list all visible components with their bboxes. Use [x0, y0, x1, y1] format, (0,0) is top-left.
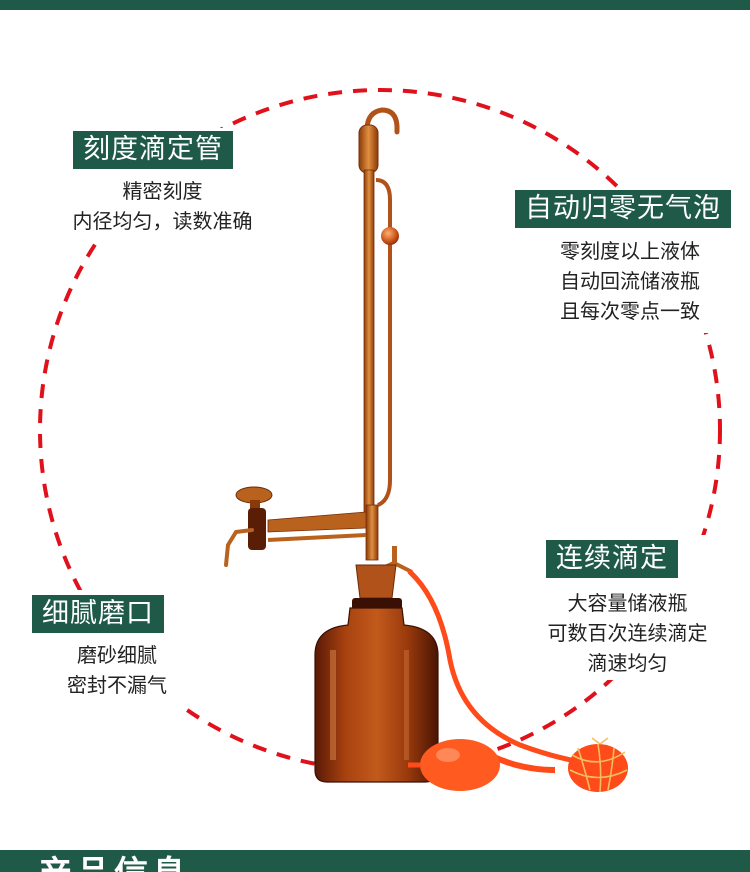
feature-title-continuous: 连续滴定: [546, 540, 678, 578]
feature-desc-line: 内径均匀，读数准确: [72, 209, 253, 233]
burette-hook: [364, 107, 400, 135]
feature-desc-line: 可数百次连续滴定: [547, 621, 708, 645]
top-banner: [0, 0, 750, 10]
feature-title-ground-joint: 细腻磨口: [32, 595, 164, 633]
burette-column: [363, 169, 375, 516]
rubber-bulb: [420, 739, 500, 791]
feature-desc-line: 精密刻度: [122, 179, 203, 203]
overflow-bulb: [381, 227, 399, 245]
footer-banner: 产品信息: [0, 850, 750, 872]
feature-title-auto-zero: 自动归零无气泡: [515, 190, 731, 228]
feature-desc-line: 磨砂细腻: [77, 643, 157, 667]
feature-desc-graduated-tube: 精密刻度 内径均匀，读数准确: [40, 176, 285, 236]
burette-top-reservoir: [358, 124, 379, 174]
feature-desc-line: 自动回流储液瓶: [560, 269, 700, 293]
feature-title-graduated-tube: 刻度滴定管: [73, 131, 233, 169]
feature-desc-line: 大容量储液瓶: [567, 591, 688, 615]
feature-desc-ground-joint: 磨砂细腻 密封不漏气: [22, 640, 212, 700]
ground-glass-stopper: [355, 564, 397, 599]
netted-bulb: [568, 744, 628, 792]
feature-desc-line: 且每次零点一致: [560, 299, 700, 323]
feature-desc-continuous: 大容量储液瓶 可数百次连续滴定 滴速均匀: [520, 588, 735, 678]
feature-desc-line: 密封不漏气: [67, 673, 167, 697]
stopcock-body: [248, 508, 266, 550]
dispense-tip: [224, 528, 254, 567]
feature-desc-line: 滴速均匀: [587, 651, 668, 675]
rubber-tube: [407, 569, 603, 768]
feature-desc-line: 零刻度以上液体: [560, 239, 700, 263]
feature-desc-auto-zero: 零刻度以上液体 自动回流储液瓶 且每次零点一致: [500, 236, 750, 326]
footer-heading: 产品信息: [38, 854, 190, 872]
amber-bottle: [314, 607, 439, 783]
